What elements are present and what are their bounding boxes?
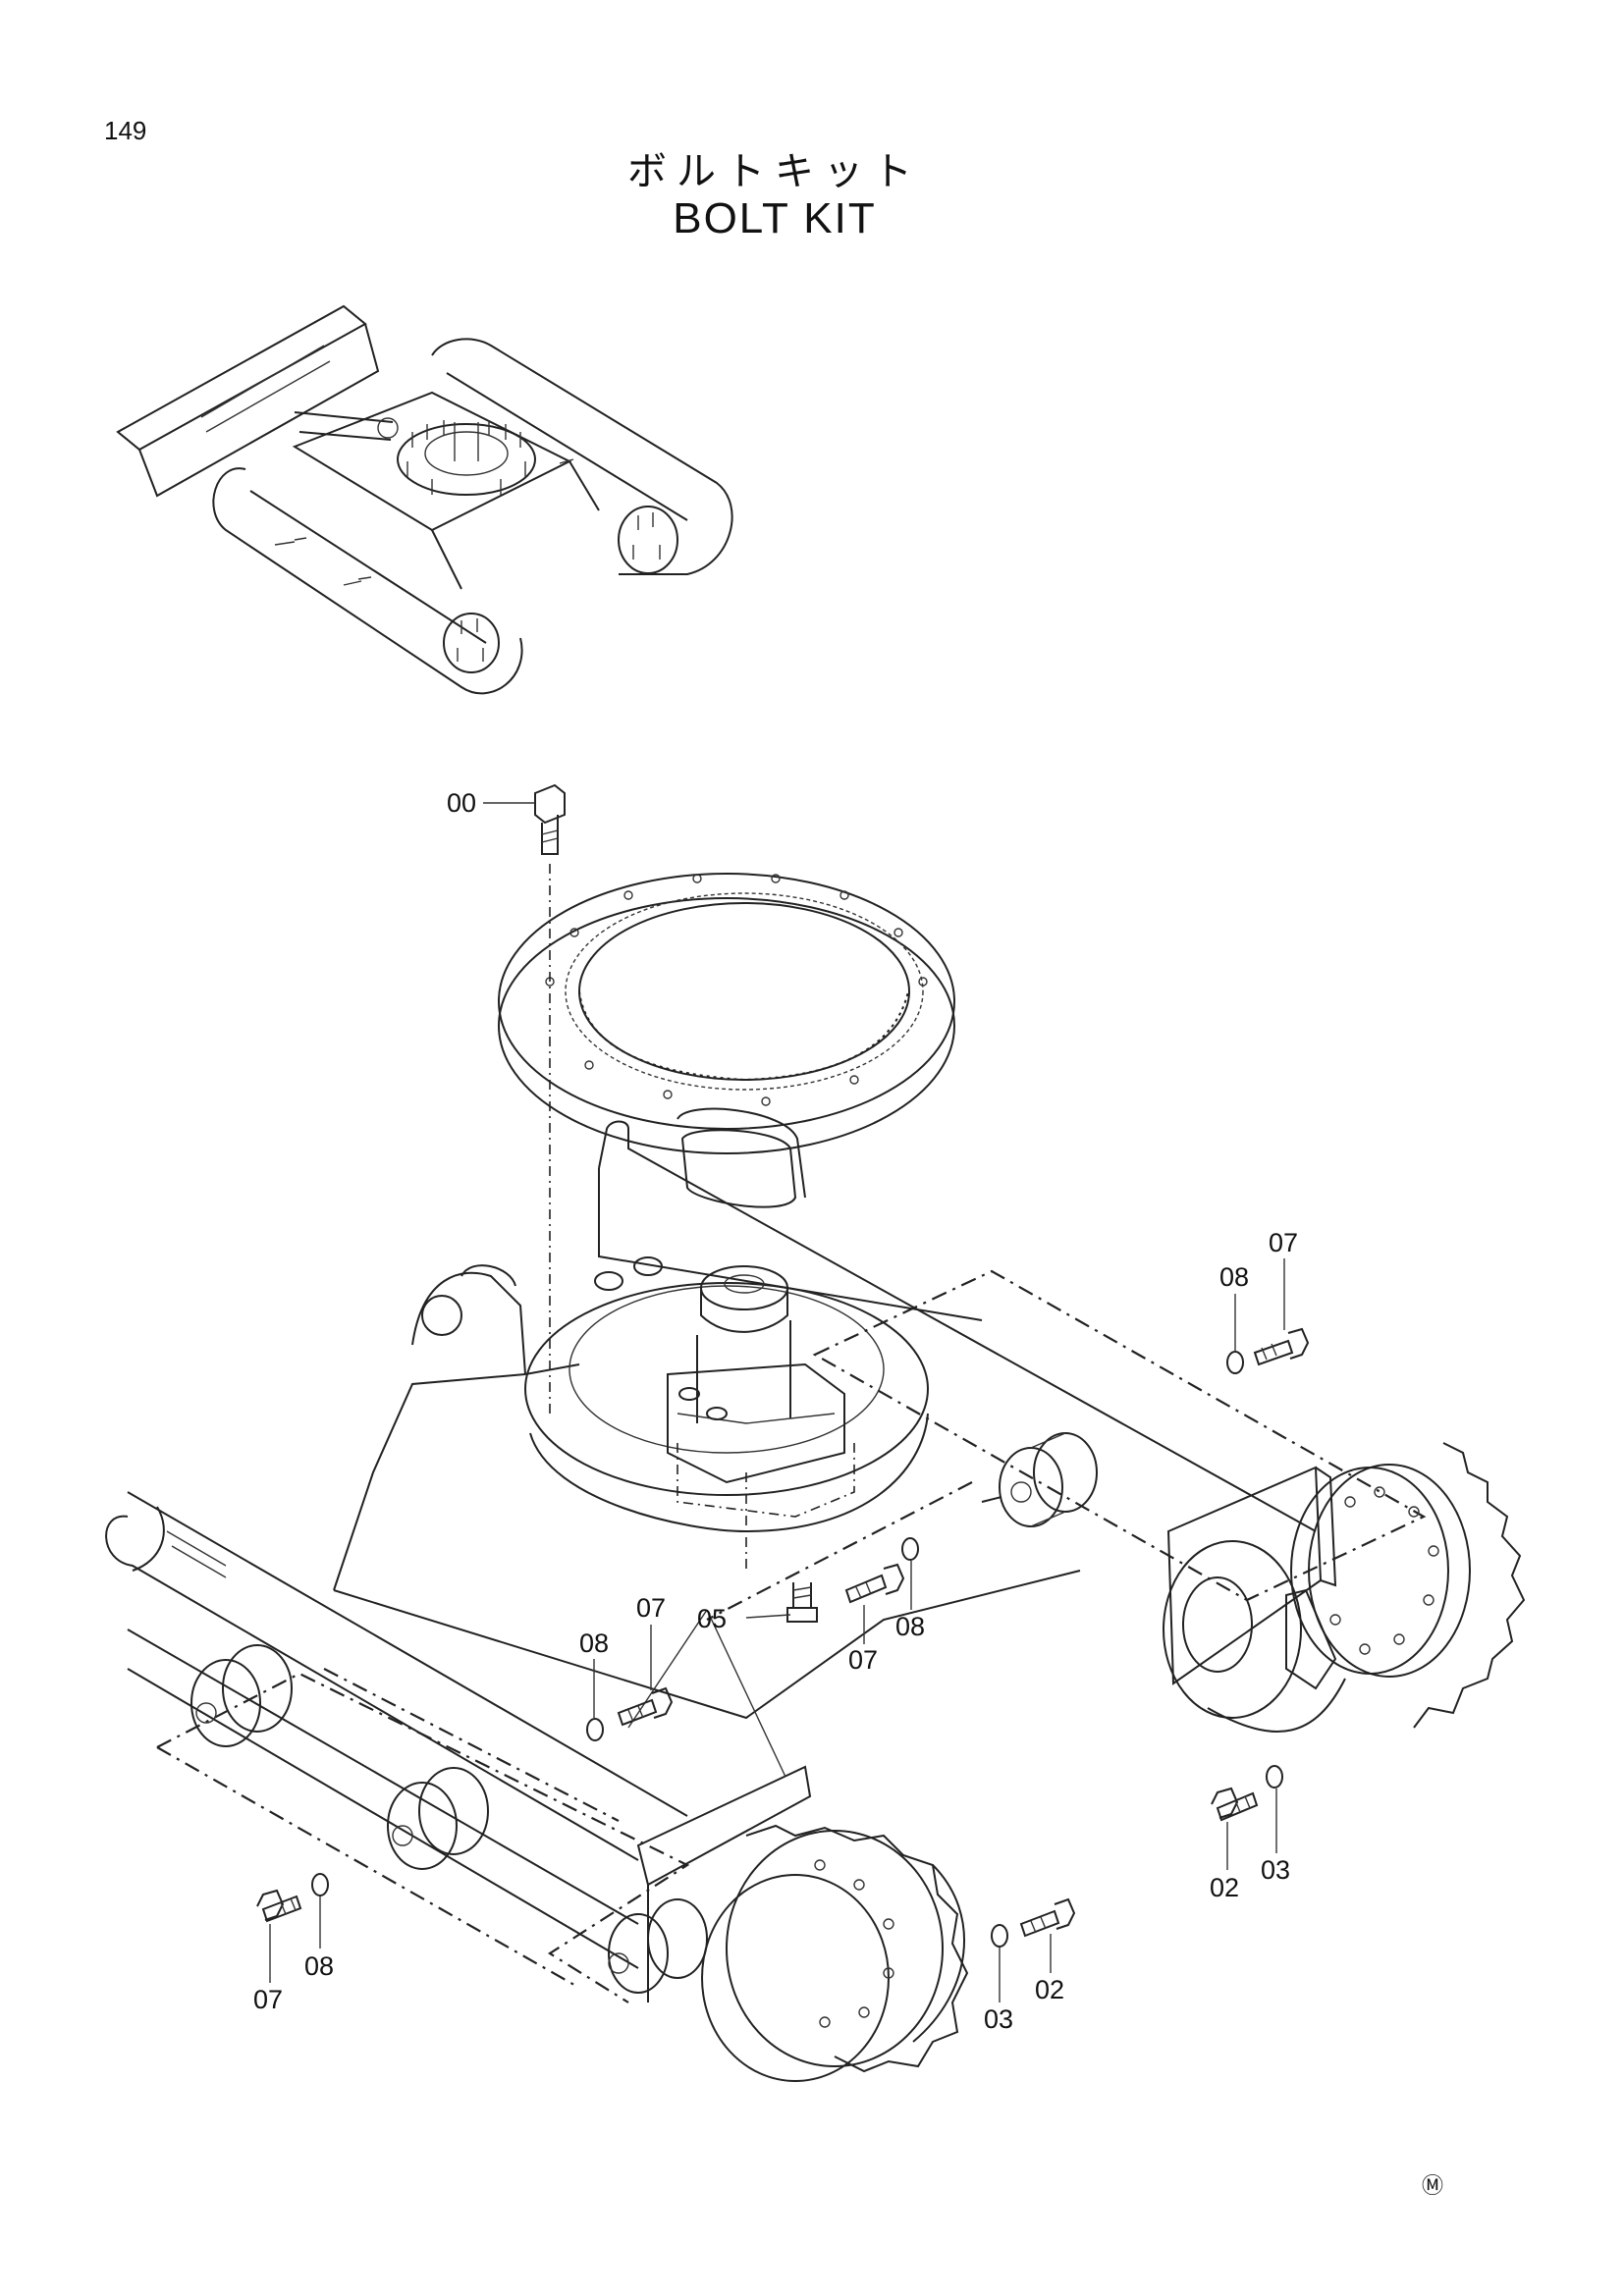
callout-leaders xyxy=(269,802,1285,2002)
washer-08-far-top xyxy=(1226,1351,1244,1374)
callout-00: 00 xyxy=(447,788,476,818)
page-number: 149 xyxy=(104,116,147,145)
page-title-japanese: ボルトキット xyxy=(627,149,922,194)
callout-08-near-middle: 08 xyxy=(579,1629,609,1658)
callout-08-bottom-left: 08 xyxy=(304,1951,334,1981)
bolt-00 xyxy=(534,783,566,855)
far-sprocket xyxy=(1163,1442,1526,1733)
callout-07-middle: 07 xyxy=(848,1645,878,1675)
bolt-07-far-top xyxy=(1253,1327,1310,1366)
far-roller-group-outline xyxy=(812,1269,1427,1602)
bolt-02-far xyxy=(1211,1787,1259,1822)
overview-machine-illustration xyxy=(116,304,733,695)
bolt-07-near-middle xyxy=(617,1686,674,1727)
bolt-07-middle xyxy=(844,1563,905,1604)
callout-07-near-middle: 07 xyxy=(636,1593,666,1623)
track-frame xyxy=(105,1107,1317,1969)
callout-08-middle: 08 xyxy=(895,1612,925,1641)
callout-03-far: 03 xyxy=(1261,1855,1290,1885)
callout-02-near: 02 xyxy=(1035,1975,1064,2004)
washer-08-middle xyxy=(901,1537,919,1561)
bolt-07-bottom-left xyxy=(256,1889,302,1923)
maker-mark: Ⓜ xyxy=(1422,2174,1443,2199)
far-rollers xyxy=(981,1432,1098,1527)
near-rollers xyxy=(190,1644,708,1994)
callout-07-far-top: 07 xyxy=(1269,1228,1298,1257)
washer-08-bottom-left xyxy=(311,1873,329,1896)
callout-05: 05 xyxy=(697,1604,727,1633)
callout-08-far-top: 08 xyxy=(1219,1262,1249,1292)
page-title: BOLT KIT xyxy=(673,194,877,242)
center-joint xyxy=(594,1256,855,1571)
callout-07-bottom-left: 07 xyxy=(253,1985,283,2014)
washer-03-near xyxy=(991,1924,1008,1948)
bolt-02-near xyxy=(1019,1897,1076,1938)
main-assembly-illustration xyxy=(105,783,1526,2082)
near-sprocket xyxy=(636,1765,969,2082)
washer-03-far xyxy=(1266,1765,1283,1789)
washer-08-near-middle xyxy=(586,1718,604,1741)
near-roller-group-outline xyxy=(156,1672,690,2003)
swing-bearing xyxy=(498,873,955,1154)
bolt-05 xyxy=(786,1582,818,1623)
callout-02-far: 02 xyxy=(1210,1873,1239,1902)
callout-03-near: 03 xyxy=(984,2004,1013,2034)
